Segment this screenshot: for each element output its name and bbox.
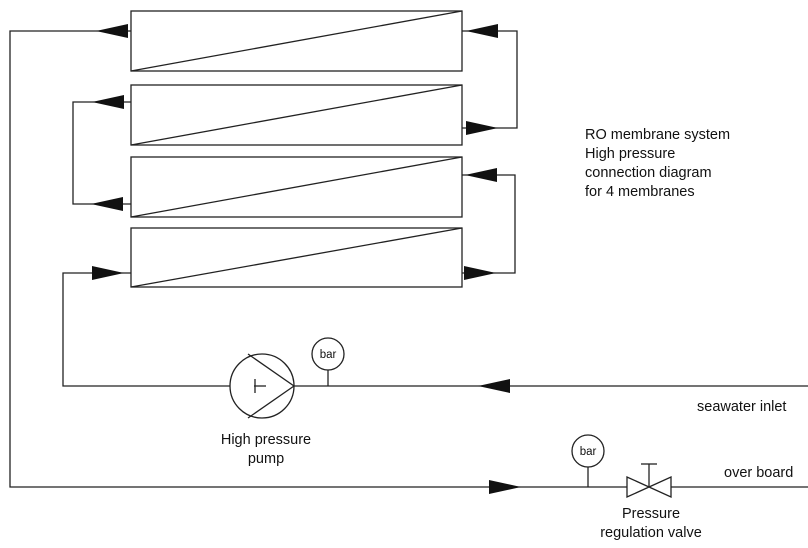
- arrow-left-icon: [91, 197, 123, 211]
- arrow-left-icon: [465, 168, 497, 182]
- flow-arrows: [91, 24, 521, 494]
- valve-label-line-2: regulation valve: [600, 525, 702, 541]
- membrane-1: [130, 10, 463, 72]
- arrow-right-icon: [464, 266, 496, 280]
- arrow-left-icon: [96, 24, 128, 38]
- valve-label-line-1: Pressure: [622, 506, 680, 522]
- pump-pressure-gauge: bar: [311, 337, 345, 371]
- membrane-3: [130, 156, 463, 218]
- arrow-right-icon: [489, 480, 521, 494]
- title-line-4: for 4 membranes: [585, 184, 695, 200]
- title-line-1: RO membrane system: [585, 127, 730, 143]
- arrow-left-icon: [478, 379, 510, 393]
- title-line-3: connection diagram: [585, 165, 712, 181]
- arrow-right-icon: [466, 121, 498, 135]
- gauge-icon: [311, 337, 345, 371]
- arrow-left-icon: [466, 24, 498, 38]
- arrow-left-icon: [92, 95, 124, 109]
- valve-pressure-gauge: bar: [571, 434, 605, 468]
- pump-gauge-label: bar: [320, 349, 337, 361]
- membrane-stack: [130, 10, 463, 288]
- pipe-feed-line: [62, 272, 230, 387]
- pressure-regulation-valve: [626, 463, 672, 499]
- seawater-inlet-label: seawater inlet: [697, 399, 786, 415]
- high-pressure-pump: [229, 353, 295, 419]
- over-board-label: over board: [724, 465, 793, 481]
- valve-gauge-label: bar: [580, 446, 597, 458]
- membrane-4: [130, 227, 463, 288]
- pipe-loop-left: [72, 101, 131, 205]
- diagram-title: RO membrane system High pressure connect…: [585, 127, 730, 200]
- title-line-2: High pressure: [585, 146, 675, 162]
- gauge-icon: [571, 434, 605, 468]
- membrane-2: [130, 84, 463, 146]
- pipe-loop-right-lower: [462, 174, 516, 274]
- arrow-right-icon: [92, 266, 124, 280]
- pipe-concentrate-line: [9, 30, 627, 488]
- pump-label-line-1: High pressure: [221, 432, 311, 448]
- pipe-loop-right-upper: [462, 30, 518, 129]
- pump-label-line-2: pump: [248, 451, 284, 467]
